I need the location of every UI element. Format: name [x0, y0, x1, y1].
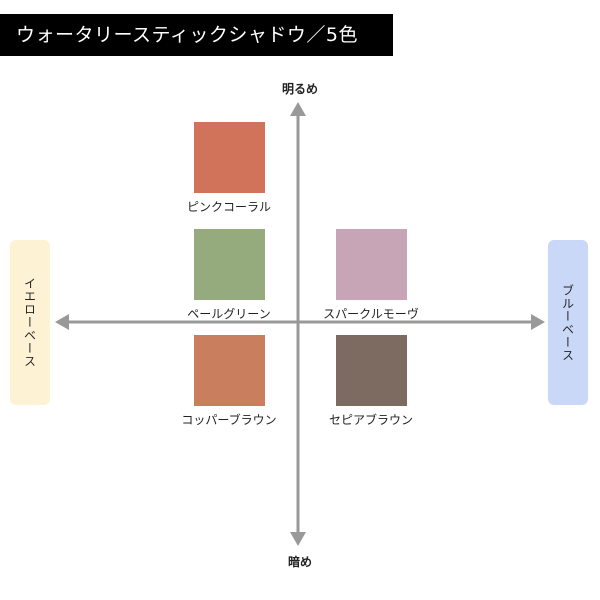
yellow-base-label: イエローベース — [22, 277, 37, 368]
arrow-down-icon — [290, 532, 306, 546]
blue-base-box: ブルーベース — [548, 240, 588, 405]
swatch-item-pink-coral: ピンクコーラル — [164, 122, 294, 215]
color-swatch — [193, 122, 265, 193]
swatch-item-pale-green: ペールグリーン — [164, 229, 294, 322]
axis-label-dark: 暗め — [287, 555, 312, 569]
swatch-item-sepia-brown: セピアブラウン — [306, 335, 436, 428]
swatch-item-sparkle-mauve: スパークルモーヴ — [306, 229, 436, 322]
swatch-label: ペールグリーン — [187, 307, 271, 321]
page-title: ウォータリースティックシャドウ／5色 — [0, 14, 393, 56]
arrow-up-icon — [290, 102, 306, 116]
swatch-item-copper-brown: コッパーブラウン — [164, 335, 294, 428]
swatch-label: ピンクコーラル — [186, 200, 271, 214]
axis-label-bright: 明るめ — [281, 82, 318, 96]
arrow-right-icon — [531, 314, 545, 330]
arrow-left-icon — [55, 314, 69, 330]
color-swatch — [193, 229, 265, 300]
swatch-label: スパークルモーヴ — [323, 307, 419, 321]
swatch-label: コッパーブラウン — [181, 413, 277, 427]
color-swatch — [193, 335, 265, 406]
color-swatch — [335, 229, 407, 300]
blue-base-label: ブルーベース — [560, 283, 575, 362]
color-swatch — [335, 335, 407, 406]
yellow-base-box: イエローベース — [10, 240, 50, 405]
swatch-label: セピアブラウン — [328, 413, 413, 427]
